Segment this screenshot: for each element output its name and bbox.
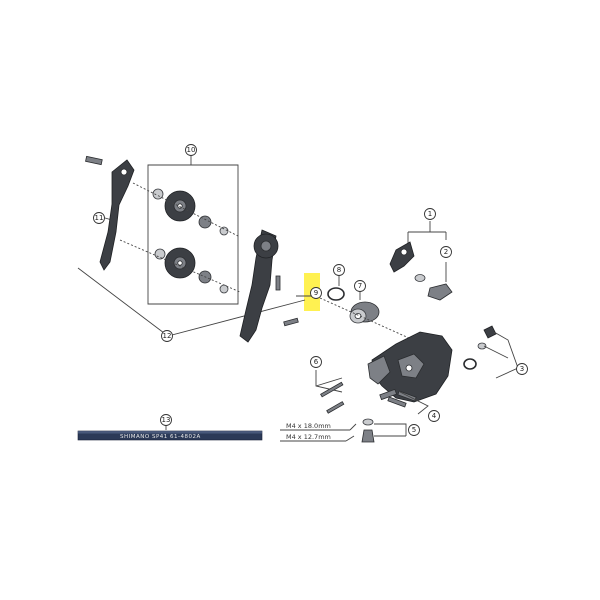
- svg-text:7: 7: [358, 282, 362, 290]
- cage-lead: [77, 267, 306, 337]
- derailleur-main-body: [367, 331, 453, 403]
- cable-label: SHIMANO SP41 61-4802A: [120, 434, 201, 440]
- pulley-assembly-box: [147, 164, 239, 305]
- callout-11: 11: [93, 212, 105, 224]
- svg-text:4: 4: [432, 412, 437, 420]
- svg-text:9: 9: [314, 289, 318, 297]
- svg-text:11: 11: [95, 214, 104, 222]
- snap-ring-8: [327, 287, 345, 301]
- dimension-m4-18: M4 x 18.0mm: [286, 422, 331, 430]
- fixing-bolt-unit: [389, 241, 453, 301]
- callout-5: 5: [408, 424, 420, 436]
- svg-text:8: 8: [337, 266, 341, 274]
- callout-6: 6: [310, 356, 322, 368]
- svg-text:13: 13: [162, 416, 171, 424]
- dimension-m4-12: M4 x 12.7mm: [286, 433, 331, 441]
- end-cap-5: [361, 418, 375, 443]
- callout-8: 8: [333, 264, 345, 276]
- callout-1: 1: [424, 208, 436, 220]
- screws-6: [320, 381, 345, 414]
- callout-3: 3: [516, 363, 528, 375]
- callout-4: 4: [428, 410, 440, 422]
- b-tension-spring-7: [349, 301, 380, 324]
- svg-text:5: 5: [412, 426, 416, 434]
- svg-text:3: 3: [520, 365, 524, 373]
- svg-text:6: 6: [314, 358, 319, 366]
- callout-13: 13: [160, 414, 172, 426]
- svg-text:1: 1: [428, 210, 432, 218]
- svg-text:12: 12: [163, 332, 172, 340]
- outer-cage-plate: [85, 155, 135, 271]
- tension-pulley: [154, 247, 229, 294]
- cable-adjust-parts-3: [463, 325, 497, 370]
- guide-pulley: [152, 188, 229, 236]
- callout-7: 7: [354, 280, 366, 292]
- svg-text:10: 10: [187, 146, 196, 154]
- inner-cage-plate: [239, 229, 299, 343]
- callout-10: 10: [185, 144, 197, 156]
- callout-12: 12: [161, 330, 173, 342]
- callout-2: 2: [440, 246, 452, 258]
- svg-text:2: 2: [444, 248, 448, 256]
- callout-9: 9: [310, 287, 322, 299]
